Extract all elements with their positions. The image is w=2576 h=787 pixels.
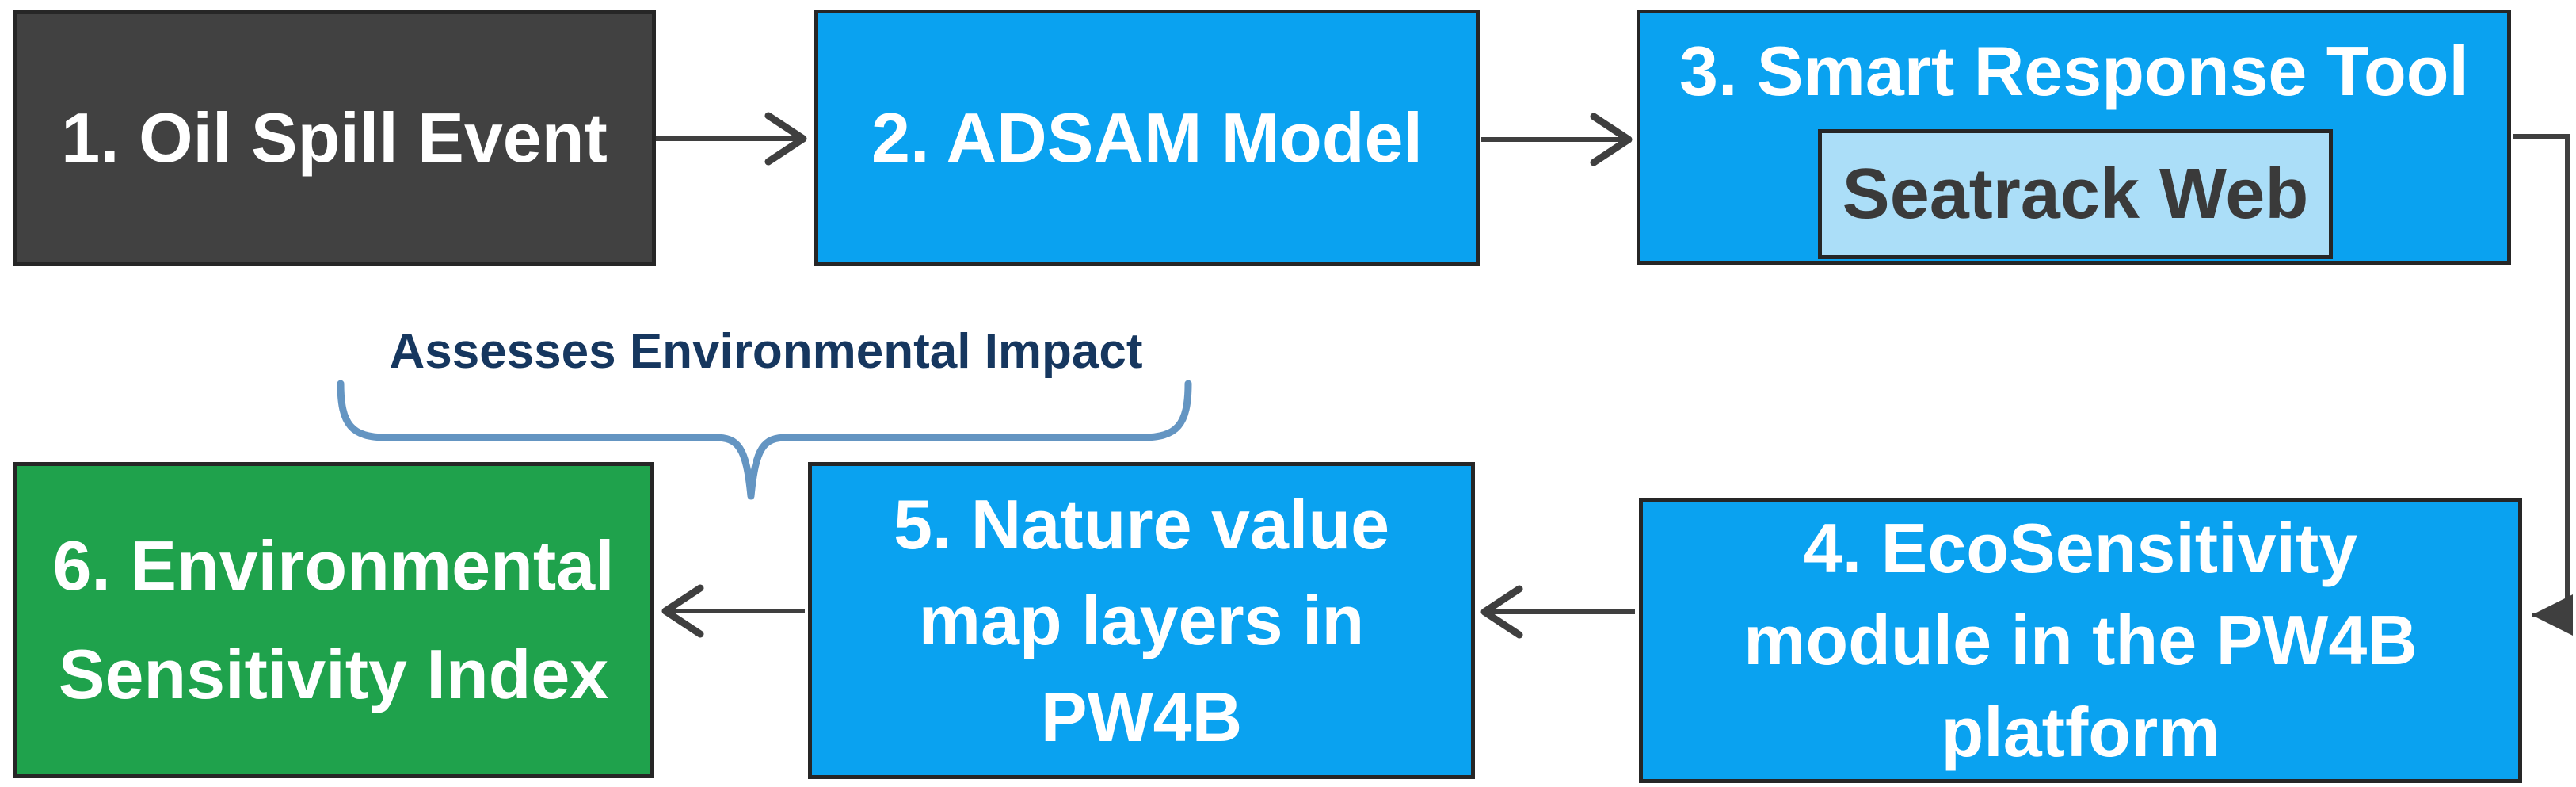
box-ecosensitivity-module: 4. EcoSensitivity module in the PW4B pla… xyxy=(1639,498,2522,783)
box-oil-spill-event-label: 1. Oil Spill Event xyxy=(61,98,608,178)
box-ecosensitivity-module-line-2: module in the PW4B xyxy=(1743,600,2418,679)
box-adsam-model-label: 2. ADSAM Model xyxy=(871,98,1423,178)
box-ecosensitivity-module-line-3: platform xyxy=(1941,693,2220,772)
box-smart-response-tool-label: 3. Smart Response Tool xyxy=(1679,32,2468,110)
box-nature-value-map-layers-line-3: PW4B xyxy=(1040,677,1243,756)
box-seatrack-web-label: Seatrack Web xyxy=(1842,154,2309,234)
box-nature-value-map-layers-line-1: 5. Nature value xyxy=(893,484,1390,564)
box-oil-spill-event: 1. Oil Spill Event xyxy=(13,10,656,266)
box-environmental-sensitivity-index-line-2: Sensitivity Index xyxy=(58,634,609,713)
box-seatrack-web: Seatrack Web xyxy=(1818,129,2333,259)
box-environmental-sensitivity-index-line-1: 6. Environmental xyxy=(52,526,615,606)
box-nature-value-map-layers: 5. Nature value map layers in PW4B xyxy=(808,462,1475,779)
box-adsam-model: 2. ADSAM Model xyxy=(814,10,1480,266)
annotation-assesses-environmental-impact: Assesses Environmental Impact xyxy=(389,324,1143,379)
box-ecosensitivity-module-line-1: 4. EcoSensitivity xyxy=(1803,508,2358,587)
box-smart-response-tool: 3. Smart Response Tool Seatrack Web xyxy=(1637,10,2511,265)
box-environmental-sensitivity-index: 6. Environmental Sensitivity Index xyxy=(13,462,654,778)
box-nature-value-map-layers-line-2: map layers in xyxy=(918,581,1365,660)
